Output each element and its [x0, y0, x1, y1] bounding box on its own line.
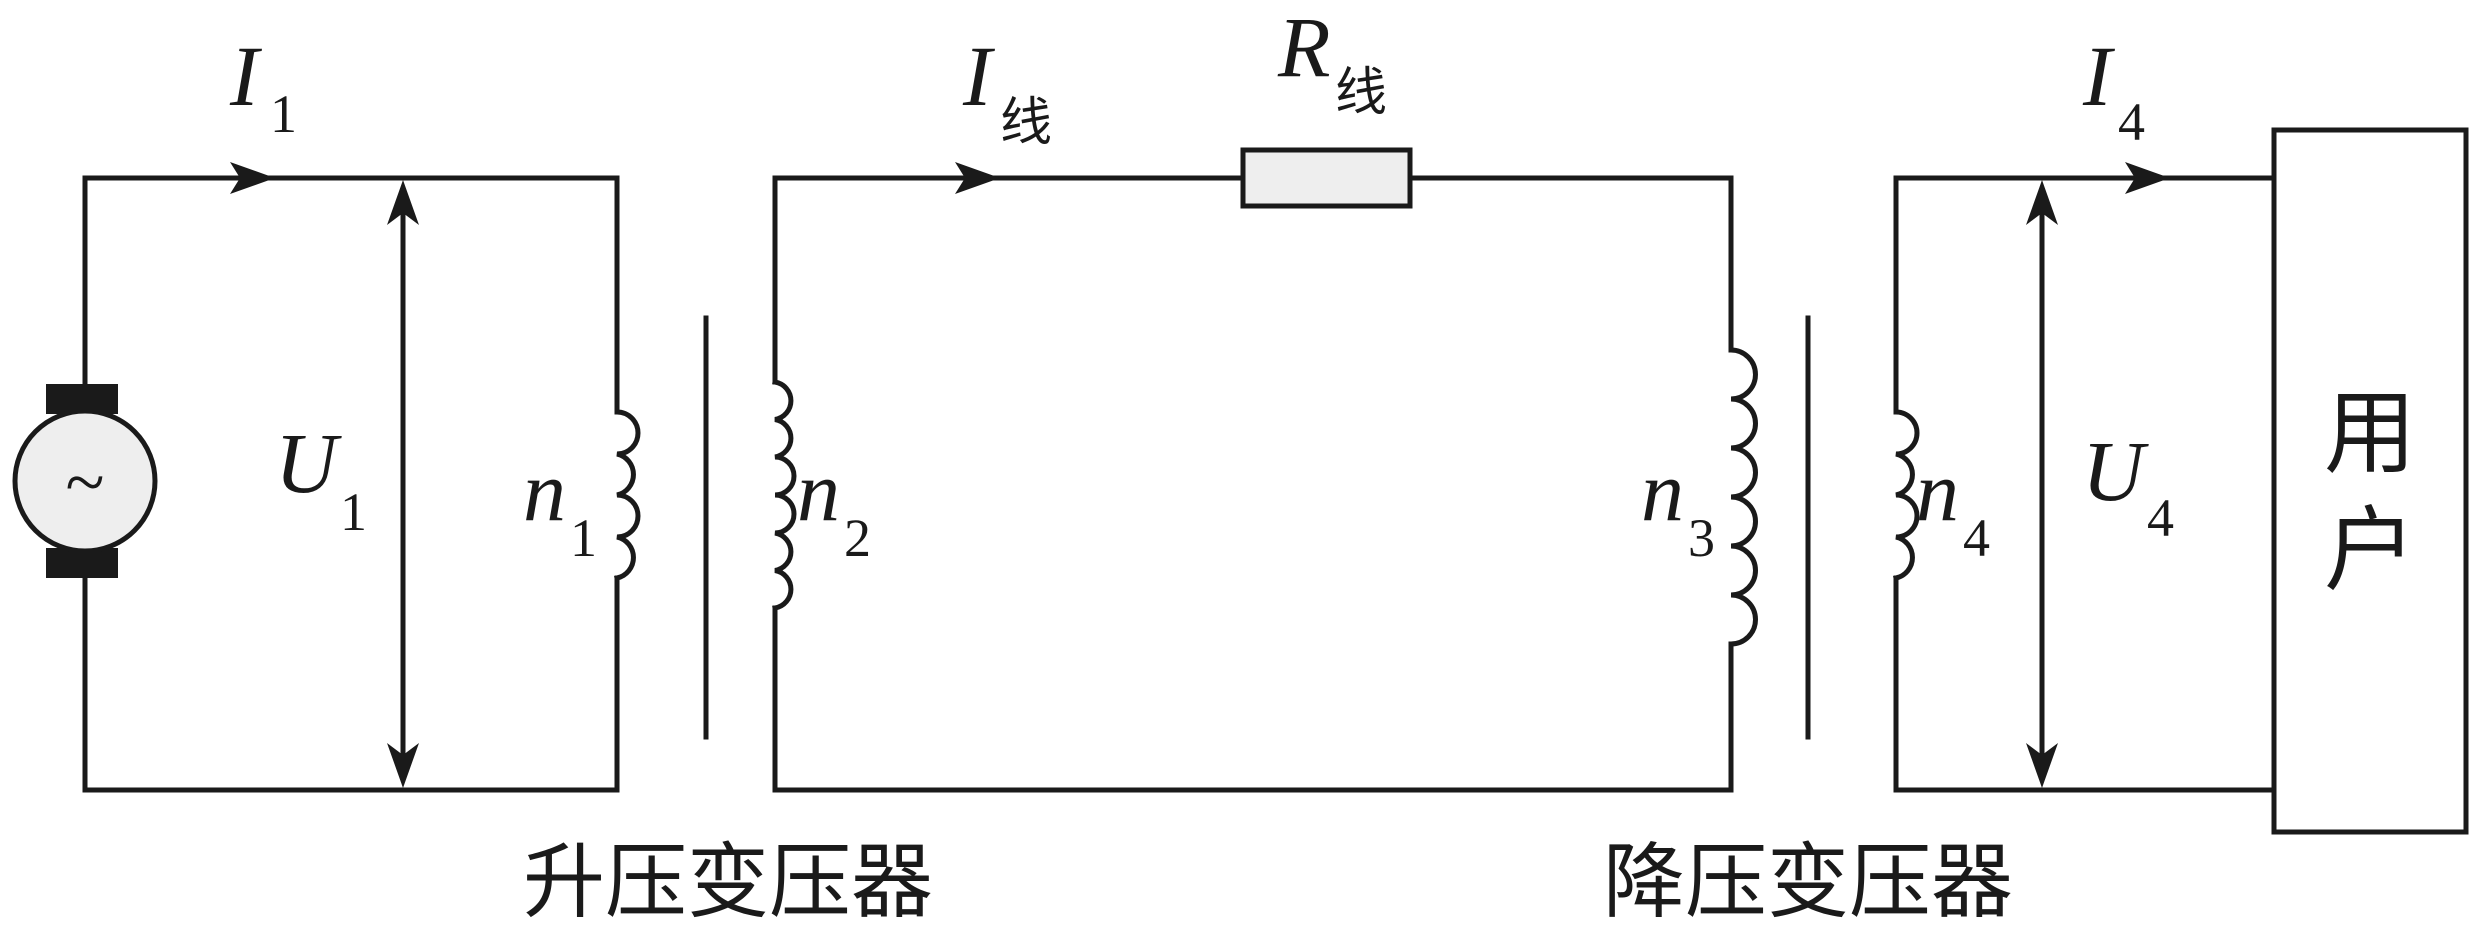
mid-top-left-wire	[772, 175, 1246, 385]
label-n4-sub: 4	[1963, 508, 1990, 568]
resistor-icon	[1240, 147, 1413, 209]
mid-top-right-wire	[1407, 175, 1734, 353]
label-n3: n	[1641, 443, 1684, 539]
generator-loop	[82, 162, 620, 793]
label-u4: U	[2082, 423, 2149, 519]
coil-n2	[772, 379, 797, 611]
right-bottom-wire	[1893, 575, 2277, 793]
mid-bottom-wire	[772, 605, 1734, 793]
left-loop-top-wire	[82, 175, 620, 415]
generator-body	[12, 408, 158, 554]
label-i4-sub: 4	[2118, 92, 2145, 152]
caption-step-up-transformer: 升压变压器	[523, 835, 933, 930]
ac-generator-icon: ~	[12, 384, 158, 578]
label-n2-sub: 2	[844, 508, 871, 568]
label-i1: I	[229, 28, 262, 124]
u4-voltage-arrow	[2026, 180, 2058, 788]
coil-n4	[1893, 409, 1920, 581]
label-rline-sub: 线	[1335, 63, 1387, 123]
i1-arrow	[230, 162, 275, 194]
label-n1-sub: 1	[570, 508, 597, 568]
left-loop-bottom-wire	[82, 575, 620, 793]
right-top-wire	[1893, 175, 2277, 415]
label-n2: n	[797, 443, 840, 539]
label-n3-sub: 3	[1688, 508, 1715, 568]
transmission-loop	[772, 162, 1734, 793]
generator-symbol: ~	[66, 442, 105, 522]
label-rline: R	[1277, 0, 1331, 95]
label-n1: n	[523, 443, 566, 539]
label-iline: I	[962, 28, 995, 124]
label-iline-sub: 线	[1000, 93, 1052, 153]
user-load-box	[2271, 127, 2469, 835]
label-u1: U	[275, 415, 342, 511]
user-label-2: 户	[2324, 497, 2416, 604]
label-n4: n	[1916, 443, 1959, 539]
label-u1-sub: 1	[340, 482, 367, 542]
label-u4-sub: 4	[2147, 488, 2174, 548]
label-i4: I	[2082, 28, 2115, 124]
coil-n3	[1728, 347, 1758, 647]
user-label-1: 用	[2324, 380, 2416, 487]
user-loop	[1893, 162, 2277, 793]
i4-arrow	[2125, 162, 2170, 194]
u1-voltage-arrow	[387, 180, 419, 788]
label-i1-sub: 1	[270, 84, 297, 144]
iline-arrow	[955, 162, 1000, 194]
coil-n1	[614, 409, 641, 581]
caption-step-down-transformer: 降压变压器	[1603, 835, 2013, 930]
